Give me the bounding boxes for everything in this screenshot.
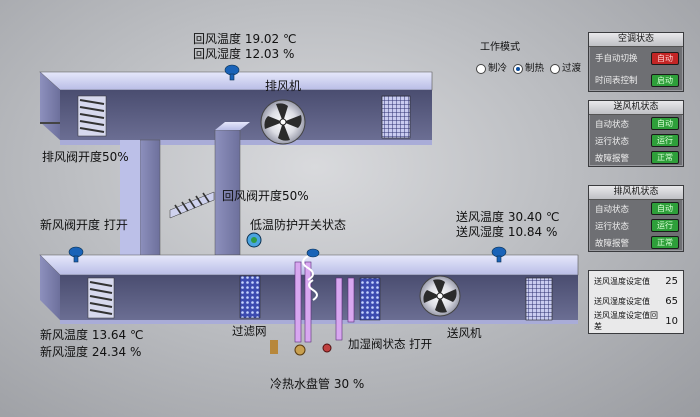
exhaust-fault-indicator: 正常: [651, 236, 679, 249]
schedule-control-button[interactable]: 启动: [651, 73, 679, 87]
exhaust-damper-opening: 排风阀开度50%: [42, 150, 129, 164]
filter-label: 过滤网: [232, 324, 267, 338]
humidifier-pipes: [322, 277, 381, 353]
ac-row-manual-auto: 手自动切换 自动: [589, 47, 683, 69]
return-air-humidity: 回风湿度 12.03 %: [193, 47, 295, 61]
exhaust-damper-louvers: [77, 95, 107, 137]
supply-fan-status-title: 送风机状态: [589, 101, 683, 115]
fresh-damper-louvers: [87, 277, 115, 319]
return-damper-opening: 回风阀开度50%: [222, 189, 309, 203]
supply-row-auto: 自动状态 自动: [589, 115, 683, 132]
sensor-fresh: [68, 246, 84, 263]
supply-fan-graphic: [419, 275, 461, 317]
humidifier-valve-state: 加湿阀状态 打开: [348, 337, 433, 351]
setpoint-value[interactable]: 10: [665, 315, 678, 327]
supply-fan-label: 送风机: [447, 326, 482, 340]
return-damper-louvers: [169, 191, 215, 219]
radio-cooling[interactable]: [476, 63, 486, 74]
setpoint-value[interactable]: 25: [665, 275, 678, 287]
return-air-temp: 回风温度 19.02 ℃: [193, 32, 297, 46]
exhaust-fan-graphic: [260, 99, 306, 145]
exhaust-fan-status-title: 排风机状态: [589, 186, 683, 200]
setpoint-row-temp-deadband[interactable]: 送风温度设定值回差 10: [594, 311, 678, 331]
setpoint-row-supply-humidity[interactable]: 送风湿度设定值 65: [594, 295, 678, 307]
radio-transition[interactable]: [550, 63, 561, 74]
exhaust-fan-label: 排风机: [265, 79, 302, 93]
ac-status-title: 空调状态: [589, 33, 683, 47]
radio-heating[interactable]: [513, 63, 524, 74]
coil-valve-opening: 冷热水盘管 30 %: [270, 377, 365, 391]
setpoint-value[interactable]: 65: [665, 295, 678, 307]
exhaust-row-run: 运行状态 运行: [589, 217, 683, 234]
sensor-return: [224, 64, 240, 81]
work-mode-selector: 制冷 制热 过渡: [476, 60, 581, 74]
work-mode-title: 工作模式: [480, 42, 520, 53]
exhaust-row-fault: 故障报警 正常: [589, 234, 683, 251]
mode-option-heating[interactable]: 制热: [513, 60, 544, 74]
manual-auto-toggle[interactable]: 自动: [651, 51, 679, 65]
sensor-coil-top: [306, 248, 320, 258]
fresh-air-temp: 新风温度 13.64 ℃: [40, 328, 144, 342]
sensor-antifreeze: [246, 232, 262, 248]
supply-row-run: 运行状态 运行: [589, 132, 683, 149]
ac-row-schedule: 时间表控制 启动: [589, 69, 683, 91]
supply-air-temp: 送风温度 30.40 ℃: [456, 210, 560, 224]
setpoint-panel: 送风温度设定值 25 送风湿度设定值 65 送风温度设定值回差 10: [588, 270, 684, 334]
ac-status-panel: 空调状态 手自动切换 自动 时间表控制 启动: [588, 32, 684, 92]
supply-row-fault: 故障报警 正常: [589, 149, 683, 166]
mode-option-transition[interactable]: 过渡: [550, 60, 581, 74]
coil-pipes: [270, 255, 318, 356]
exhaust-fan-status-panel: 排风机状态 自动状态 自动 运行状态 运行 故障报警 正常: [588, 185, 684, 252]
supply-fault-indicator: 正常: [651, 151, 679, 164]
sensor-supply: [491, 246, 507, 263]
mode-option-cooling[interactable]: 制冷: [476, 60, 507, 74]
exhaust-row-auto: 自动状态 自动: [589, 200, 683, 217]
fresh-air-humidity: 新风湿度 24.34 %: [40, 345, 142, 359]
supply-fan-status-panel: 送风机状态 自动状态 自动 运行状态 运行 故障报警 正常: [588, 100, 684, 167]
supply-air-humidity: 送风湿度 10.84 %: [456, 225, 558, 239]
exhaust-auto-indicator: 自动: [651, 202, 679, 215]
filter-block: [239, 275, 261, 319]
fresh-damper-state: 新风阀开度 打开: [40, 218, 128, 232]
exhaust-run-indicator: 运行: [651, 219, 679, 232]
antifreeze-switch-state: 低温防护开关状态: [250, 218, 347, 232]
setpoint-row-supply-temp[interactable]: 送风温度设定值 25: [594, 275, 678, 287]
supply-run-indicator: 运行: [651, 134, 679, 147]
supply-auto-indicator: 自动: [651, 117, 679, 130]
